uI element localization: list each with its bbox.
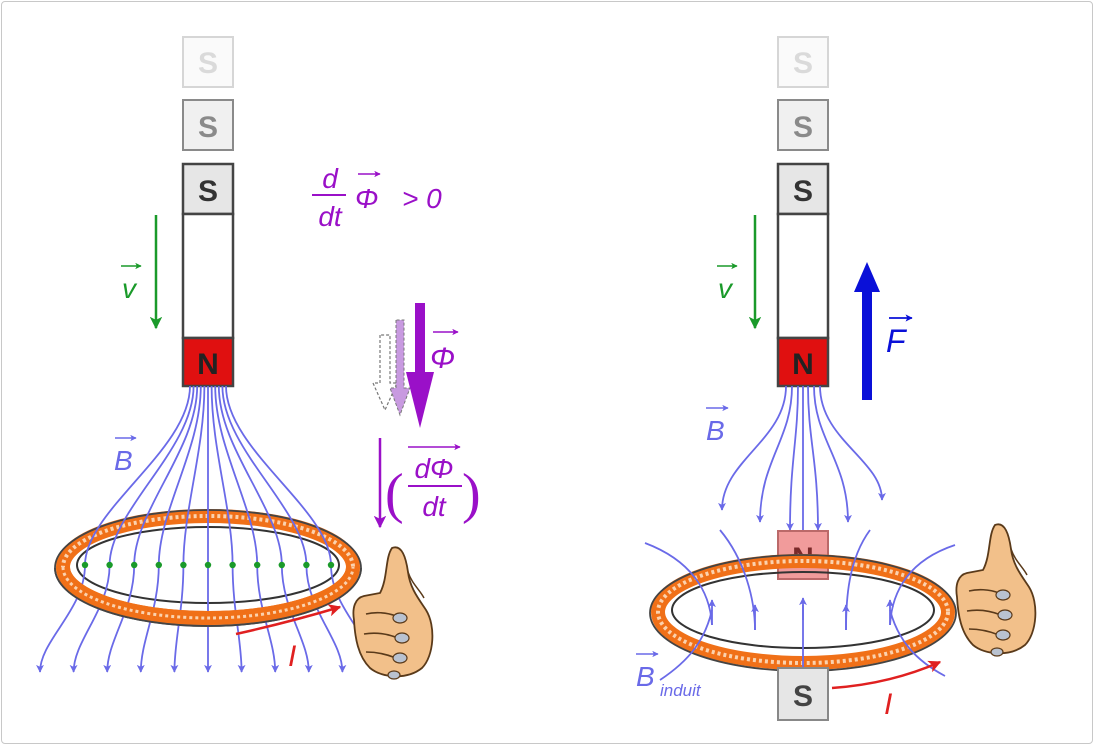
flux-arrow-current <box>406 303 434 428</box>
field-line <box>136 385 202 673</box>
magnet-ghost-south-1-label: S <box>198 111 218 144</box>
magnet-south-pole <box>181 162 235 216</box>
svg-text:N: N <box>792 348 814 381</box>
right-thumb-hand <box>955 523 1037 657</box>
induced-field-line <box>659 609 713 681</box>
svg-text:): ) <box>462 463 481 525</box>
svg-text:> 0: > 0 <box>402 183 442 214</box>
svg-text:S: S <box>793 111 813 144</box>
force-label: F <box>886 323 908 359</box>
field-line <box>217 385 313 673</box>
flux-dot <box>229 561 236 569</box>
left-field-lines <box>36 385 380 673</box>
right-panel: S S S N v F B N <box>636 36 1037 721</box>
induced-field-label: B <box>636 661 655 692</box>
field-line <box>786 385 799 531</box>
flux-dot <box>303 561 310 569</box>
right-magnet-south-pole <box>776 162 830 216</box>
force-vector: F <box>854 262 913 400</box>
right-field-lines <box>718 385 886 531</box>
field-line <box>756 385 793 523</box>
magnet-body <box>181 212 235 340</box>
svg-text:S: S <box>793 47 813 80</box>
flux-arrow-previous-1 <box>372 334 398 412</box>
left-current-arrow <box>235 604 342 636</box>
magnet-ghost-south-2 <box>182 36 234 88</box>
left-panel: S S S N v B <box>36 36 481 680</box>
left-thumb-hand <box>352 546 434 680</box>
field-line <box>718 385 787 511</box>
svg-text:B: B <box>706 415 725 446</box>
field-line <box>813 385 852 523</box>
flux-rate-denominator: dt <box>422 491 447 522</box>
flux-rate-vector: ( dΦ dt ) <box>373 438 481 529</box>
flux-label: Φ <box>430 342 455 375</box>
svg-text:I: I <box>884 688 892 721</box>
magnet-ghost-south-2-label: S <box>198 47 218 80</box>
field-line <box>69 385 195 673</box>
induced-field-subscript: induit <box>660 681 702 700</box>
svg-text:S: S <box>793 680 813 713</box>
flux-change-condition: d dt Φ > 0 <box>312 163 442 232</box>
flux-rate-numerator: dΦ <box>414 453 453 484</box>
flux-arrow-previous-2 <box>389 319 411 417</box>
flux-dot <box>278 561 285 569</box>
flux-dot <box>254 561 261 569</box>
magnet-south-label: S <box>198 175 218 208</box>
flux-dot <box>155 561 162 569</box>
velocity-label: v <box>122 273 138 304</box>
field-line <box>170 385 206 673</box>
field-line <box>103 385 199 673</box>
svg-text:(: ( <box>385 463 404 525</box>
field-line <box>214 385 280 673</box>
flux-dot <box>106 561 113 569</box>
flux-dot <box>180 561 187 569</box>
field-line <box>36 385 191 673</box>
magnet-north-label: N <box>197 348 219 381</box>
current-label: I <box>288 640 296 673</box>
magnet-ghost-south-1 <box>182 99 234 151</box>
right-magnet: S S S N <box>776 36 830 388</box>
induced-south-pole <box>777 667 829 721</box>
right-velocity-vector: v <box>717 215 762 330</box>
left-magnet: S S S N <box>181 36 235 388</box>
left-velocity-vector: v <box>121 215 163 330</box>
field-line <box>221 385 347 673</box>
svg-text:v: v <box>718 273 734 304</box>
field-label: B <box>114 445 133 476</box>
flux-arrows: Φ <box>372 303 459 428</box>
svg-text:d: d <box>322 163 339 194</box>
flux-dot <box>81 561 89 569</box>
svg-text:S: S <box>793 175 813 208</box>
right-current-arrow <box>831 660 942 690</box>
svg-text:dt: dt <box>318 201 343 232</box>
left-flux-dots <box>81 561 335 569</box>
flux-dot <box>131 561 138 569</box>
flux-dot <box>204 561 212 569</box>
field-line <box>807 385 822 531</box>
induced-field-line <box>845 529 871 631</box>
flux-dot <box>327 561 335 569</box>
field-line <box>819 385 886 501</box>
field-line <box>210 385 246 673</box>
right-magnet-north-pole <box>776 336 830 388</box>
svg-text:Φ: Φ <box>355 183 378 214</box>
